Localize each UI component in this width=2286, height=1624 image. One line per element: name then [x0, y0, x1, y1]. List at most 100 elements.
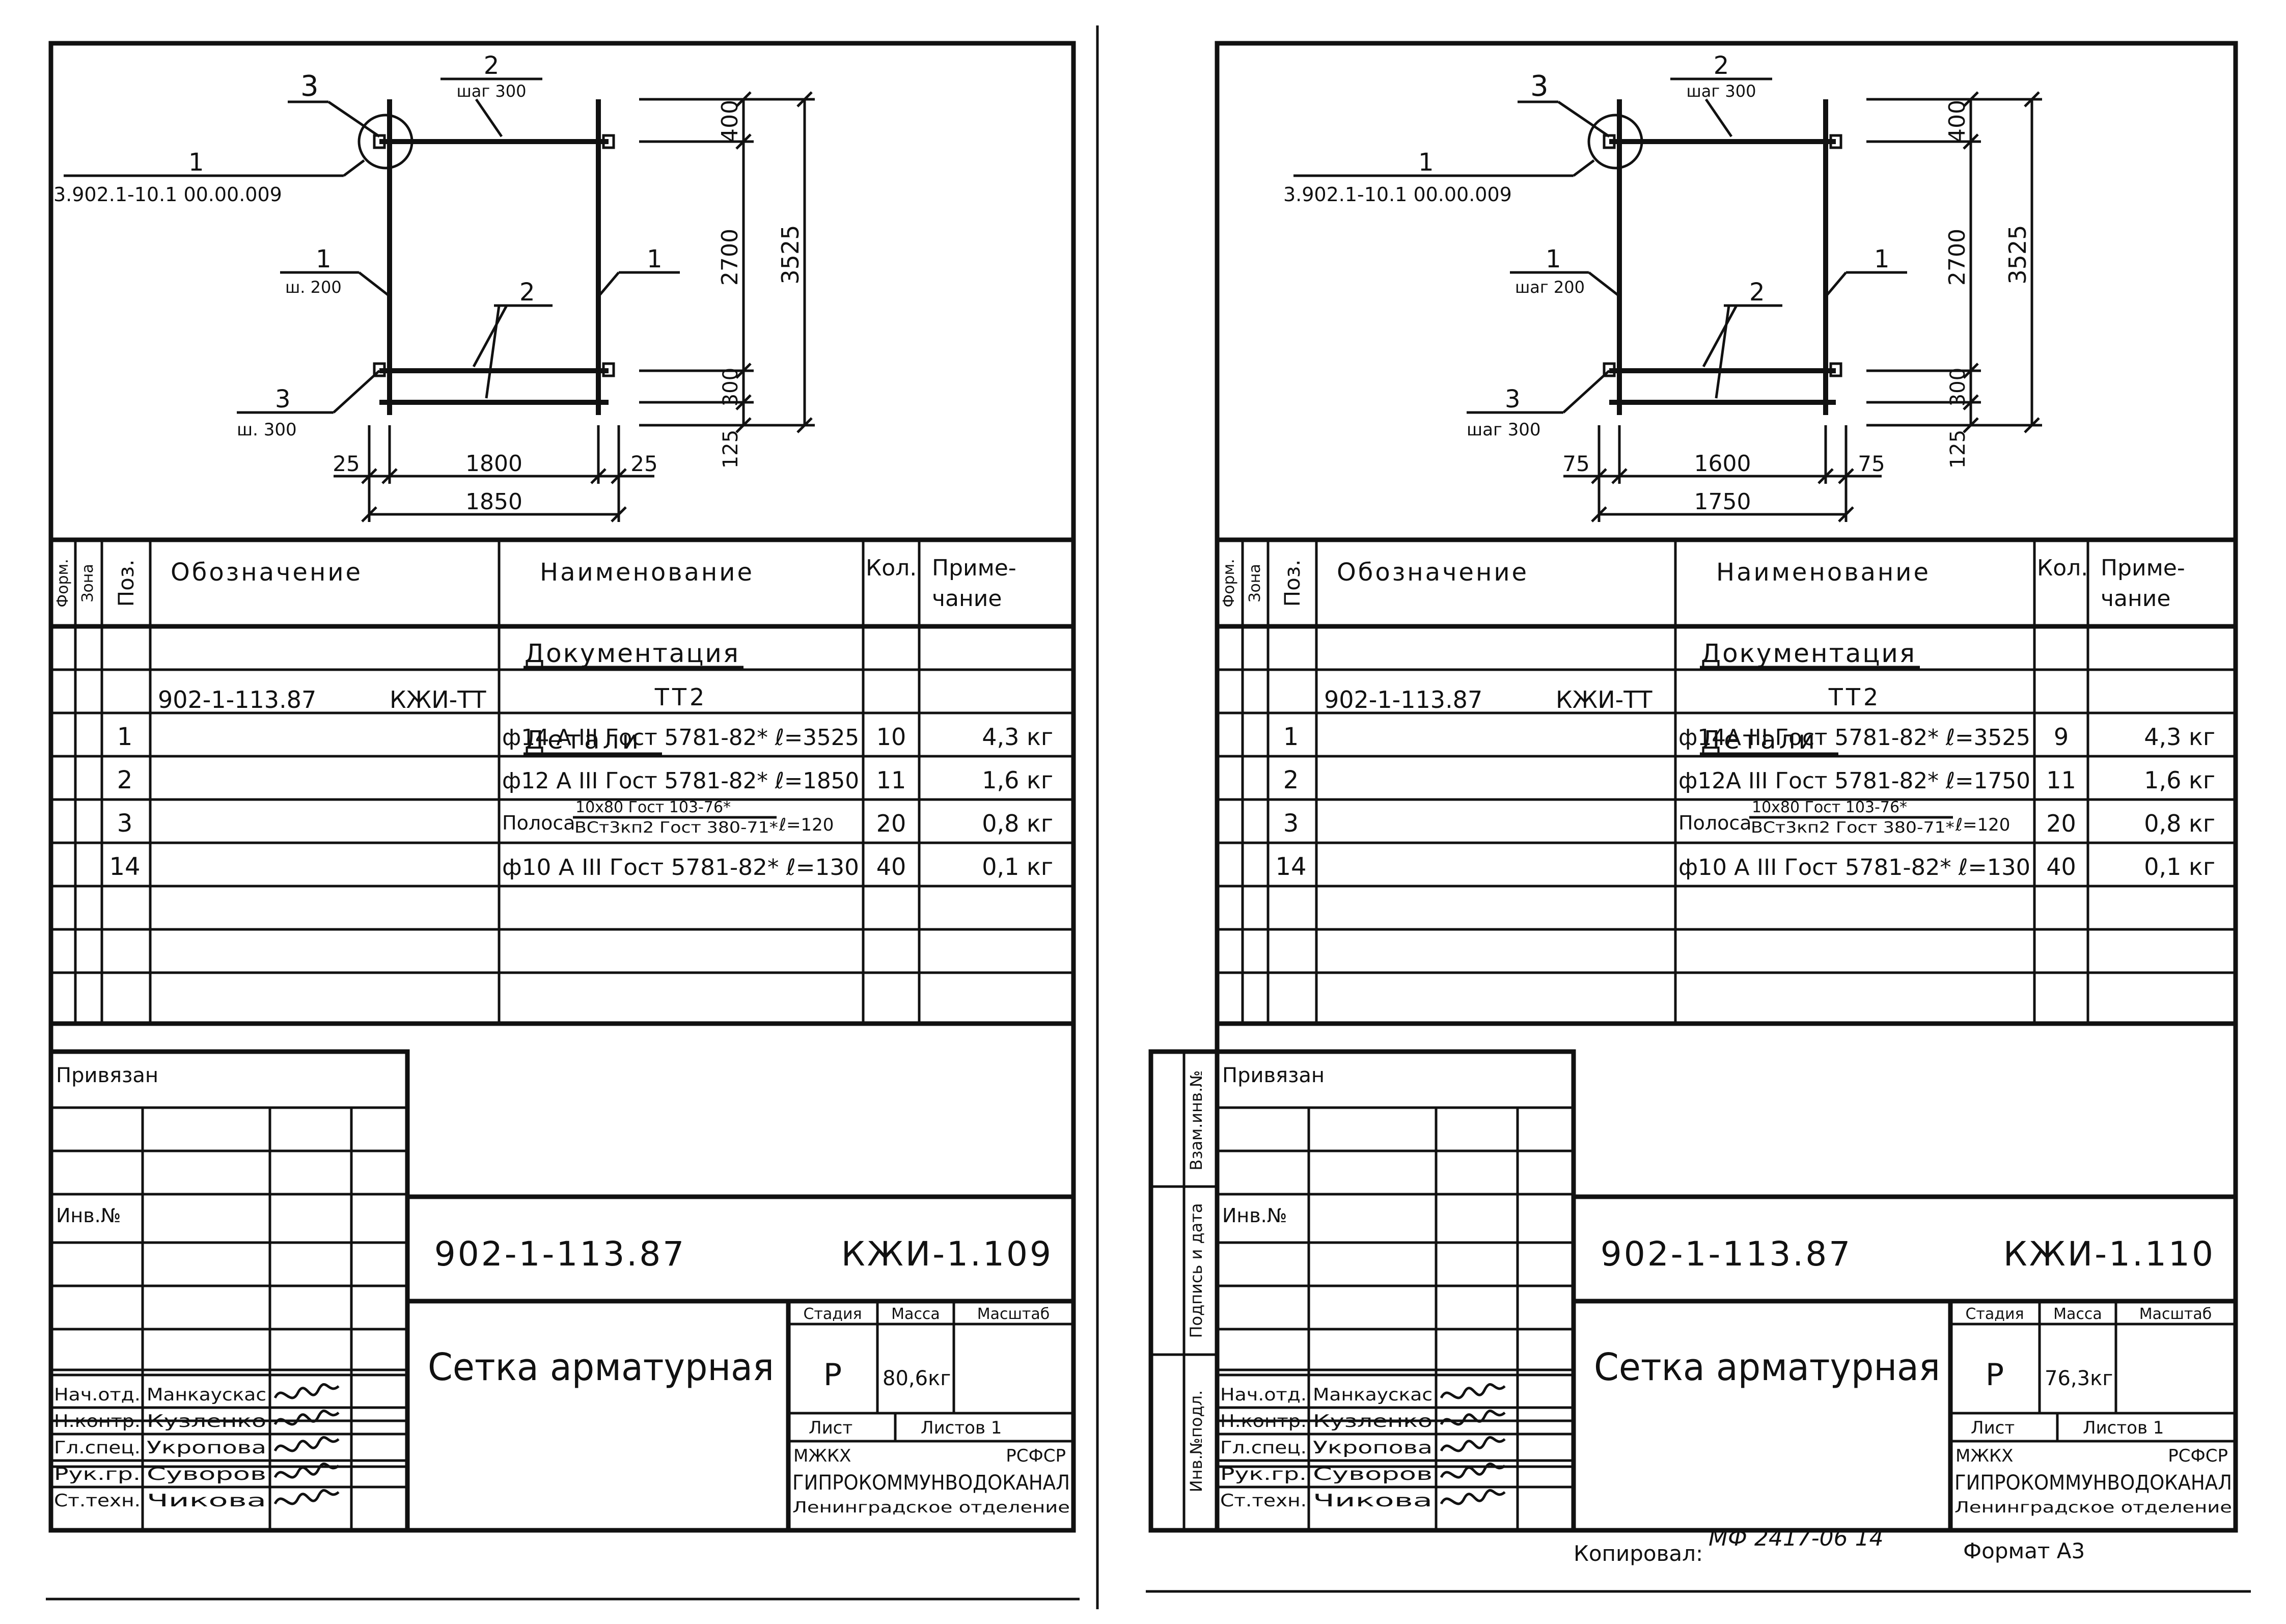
signatory-name: Суворов: [147, 1464, 266, 1484]
signature: [1440, 1462, 1506, 1479]
dim-tick: [1838, 468, 1854, 484]
signature: [273, 1409, 340, 1426]
dim-tick: [735, 394, 752, 410]
col-header-form: Форм.: [1220, 559, 1238, 607]
leader: [333, 370, 380, 414]
dim-tick: [381, 468, 398, 484]
leader: [1704, 98, 1733, 137]
dim-value: 300: [1946, 368, 1970, 406]
dim-tick: [1963, 133, 1979, 150]
document-number: 902-1-113.87: [1601, 1234, 1853, 1274]
pitch-label: шаг 300: [1687, 81, 1756, 101]
mass-value: 80,6кг: [883, 1367, 951, 1390]
spec-name: ф10 А III Гост 5781-82* ℓ=130: [1678, 855, 2030, 880]
sheet-code: КЖИ-1.110: [2003, 1234, 2215, 1274]
dim-tick: [1591, 506, 1607, 522]
col-header-note: Приме-: [2101, 555, 2185, 581]
org-republic: РСФСР: [1006, 1446, 1066, 1466]
mass-value: 76,3кг: [2045, 1367, 2113, 1390]
stage-value: Р: [1986, 1357, 2004, 1393]
detail-circle: [357, 114, 414, 170]
position-label: 3: [1530, 70, 1549, 103]
signature: [273, 1462, 340, 1479]
dim-value: 3525: [777, 225, 804, 284]
dim-tick: [361, 468, 377, 484]
spec-qty: 20: [2046, 810, 2076, 837]
org-branch: Ленинградское отделение: [1954, 1499, 2232, 1517]
spec-note: 0,1 кг: [982, 853, 1053, 880]
signatory-name: Чикова: [147, 1491, 266, 1511]
dim-tick: [735, 133, 752, 150]
org-name: ГИПРОКОММУНВОДОКАНАЛ: [792, 1471, 1070, 1495]
spec-name-top: 10х80 Гост 103-76*: [1752, 799, 1907, 816]
signatory-role: Н.контр.: [54, 1411, 141, 1432]
org-ministry: МЖКХ: [1956, 1446, 2013, 1466]
doc-code: КЖИ-ТТ: [390, 686, 486, 713]
mass-header: Масса: [2053, 1305, 2102, 1323]
strip-plate: [602, 134, 615, 149]
doc-code: КЖИ-ТТ: [1556, 686, 1652, 713]
signatory-role: Гл.спец.: [1220, 1438, 1307, 1458]
dim-tick: [590, 468, 607, 484]
pitch-label: шаг 300: [1467, 420, 1541, 440]
position-label: 2: [1714, 51, 1729, 80]
stage-header: Стадия: [803, 1305, 862, 1323]
document-number: 902-1-113.87: [434, 1234, 686, 1274]
dim-tick: [1611, 468, 1628, 484]
dim-tick: [361, 506, 377, 522]
signatory-role: Рук.гр.: [1220, 1464, 1307, 1484]
col-header-qty: Кол.: [2037, 555, 2088, 581]
stage-value: Р: [823, 1357, 842, 1393]
dim-value: 25: [630, 451, 657, 476]
spec-qty: 11: [876, 766, 906, 794]
spec-note: 4,3 кг: [2144, 723, 2215, 751]
signatory-name: Укропова: [147, 1438, 266, 1458]
dim-tick: [735, 91, 752, 107]
col-header-pos: Поз.: [114, 560, 139, 607]
spec-note: 0,8 кг: [2144, 810, 2215, 837]
side-label-signature-date: Подпись и дата: [1187, 1203, 1206, 1338]
spec-note: 0,8 кг: [982, 810, 1053, 837]
position-label: 1: [1418, 148, 1434, 177]
spec-pos: 1: [1283, 723, 1299, 751]
pitch-label: шаг 200: [1515, 278, 1585, 297]
spec-name: Полоса: [502, 812, 575, 834]
inventory-number-label: Инв.№: [1222, 1204, 1287, 1227]
col-header-name: Наименование: [1716, 558, 1931, 587]
leader: [472, 305, 508, 368]
detail-circle: [1587, 114, 1643, 170]
spec-name: Полоса: [1678, 812, 1752, 834]
spec-pos: 2: [117, 766, 133, 794]
attached-label: Привязан: [56, 1064, 158, 1087]
pitch-label: ш. 200: [285, 278, 342, 297]
scale-header: Масштаб: [977, 1305, 1050, 1323]
reference-label: 3.902.1-10.1 00.00.009: [53, 183, 282, 206]
spec-name-top: 10х80 Гост 103-76*: [575, 799, 731, 816]
position-label: 3: [300, 70, 319, 103]
dim-value: 75: [1858, 451, 1885, 476]
spec-pos: 14: [1275, 852, 1306, 881]
leader: [1715, 305, 1730, 399]
spec-pos: 1: [117, 723, 133, 751]
position-label: 2: [519, 278, 535, 307]
signature: [1440, 1489, 1506, 1505]
col-header-zone: Зона: [79, 564, 97, 602]
leader: [1557, 100, 1610, 138]
mass-header: Масса: [891, 1305, 940, 1323]
org-branch: Ленинградское отделение: [792, 1499, 1070, 1517]
strip-plate: [602, 362, 615, 377]
signatory-name: Манкаускас: [147, 1385, 266, 1405]
spec-name-bottom: ВСт3кп2 Гост 380-71*: [1751, 819, 1954, 837]
col-header-form: Форм.: [54, 559, 72, 607]
col-header-zone: Зона: [1246, 564, 1264, 602]
spec-qty: 10: [876, 723, 906, 751]
org-ministry: МЖКХ: [793, 1446, 851, 1466]
scale-header: Масштаб: [2139, 1305, 2212, 1323]
spec-note: 1,6 кг: [982, 766, 1053, 794]
signatory-role: Нач.отд.: [1220, 1385, 1307, 1405]
leader: [1573, 159, 1595, 177]
